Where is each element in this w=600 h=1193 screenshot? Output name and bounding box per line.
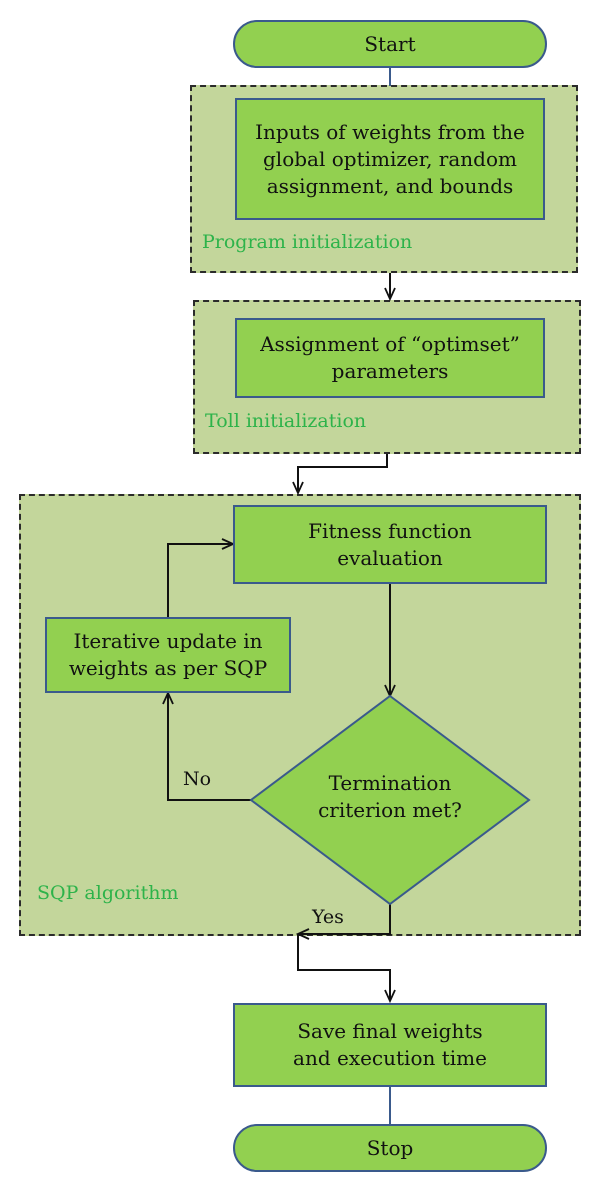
arrow-toll-to-sqp	[298, 454, 388, 493]
arrow-yes-branch	[298, 903, 391, 934]
inputs-box: Inputs of weights from the global optimi…	[235, 98, 545, 220]
termination-diamond	[249, 694, 531, 906]
arrow-to-save	[297, 934, 390, 1001]
arrow-no-branch	[168, 693, 251, 801]
save-box: Save final weights and execution time	[233, 1003, 547, 1087]
yes-label: Yes	[312, 906, 344, 928]
no-label: No	[183, 768, 212, 790]
inputs-text: Inputs of weights from the global optimi…	[255, 119, 525, 198]
start-terminal: Start	[233, 20, 547, 68]
fitness-text: Fitness function evaluation	[308, 518, 472, 570]
iterative-update-box: Iterative update in weights as per SQP	[45, 617, 291, 693]
arrow-iterative-to-fitness	[167, 544, 233, 617]
sqp-algorithm-label: SQP algorithm	[37, 882, 179, 904]
program-initialization-label: Program initialization	[202, 231, 413, 253]
toll-initialization-label: Toll initialization	[205, 410, 367, 432]
optimset-text: Assignment of “optimset” parameters	[260, 332, 520, 383]
stop-terminal: Stop	[233, 1124, 547, 1172]
termination-text: Termination criterion met?	[318, 771, 462, 822]
stop-label: Stop	[366, 1136, 414, 1160]
fitness-box: Fitness function evaluation	[233, 505, 547, 584]
optimset-box: Assignment of “optimset” parameters	[235, 318, 545, 398]
save-text: Save final weights and execution time	[293, 1019, 487, 1070]
start-label: Start	[364, 32, 416, 56]
iterative-update-text: Iterative update in weights as per SQP	[68, 629, 268, 680]
